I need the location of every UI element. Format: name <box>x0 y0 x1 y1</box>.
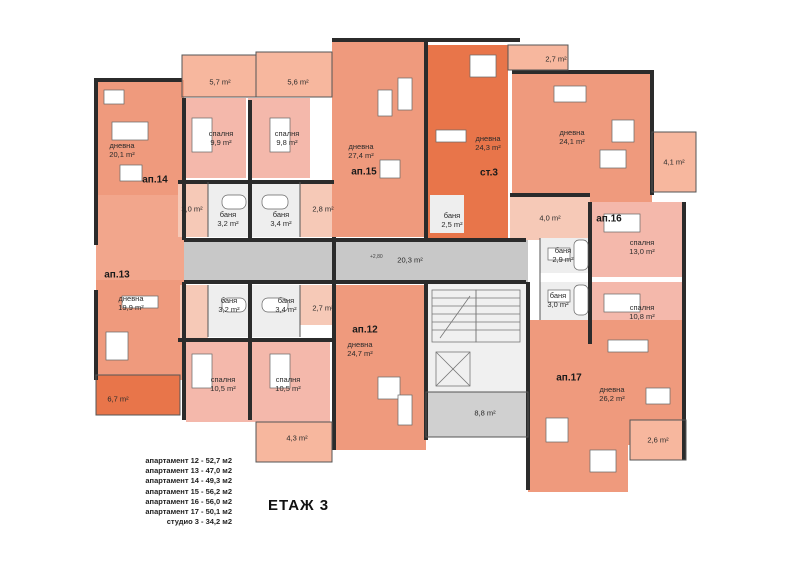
area-legend: апартамент 12 - 52,7 м2 апартамент 13 - … <box>128 456 232 527</box>
terrace-14 <box>182 55 256 97</box>
apartment-label-st3: ст.3 <box>480 167 498 179</box>
terrace-17 <box>630 420 686 460</box>
room-label-corridor: 20,3 m² <box>397 255 423 265</box>
legend-item: апартамент 14 - 49,3 м2 <box>145 476 232 486</box>
terrace-13 <box>96 375 180 415</box>
bath-14 <box>208 182 250 237</box>
hall-12 <box>300 285 334 325</box>
room-label-hall-14: 3,0 m² <box>181 204 203 214</box>
stair-core <box>426 282 528 437</box>
terrace-15 <box>256 52 332 97</box>
legend-item: апартамент 17 - 50,1 м2 <box>145 507 232 517</box>
legend-item: апартамент 12 - 52,7 м2 <box>145 456 232 465</box>
legend-item: апартамент 16 - 56,0 м2 <box>145 496 232 506</box>
apartment-label-14: ап.14 <box>142 174 168 186</box>
bath-st3 <box>430 195 464 233</box>
room-label-terrace-st3: 2,7 m² <box>545 54 567 64</box>
studio-3-area <box>426 45 568 240</box>
bath-15 <box>250 182 300 237</box>
terrace-st3 <box>508 45 568 70</box>
apartment-label-13: ап.13 <box>104 269 130 281</box>
legend-item: апартамент 13 - 47,0 м2 <box>145 466 232 476</box>
room-label-stair-landing: 8,8 m² <box>474 408 496 418</box>
apartment-16-area <box>510 72 696 277</box>
room-label-terrace-14: 5,7 m² <box>209 77 231 87</box>
room-label-hall-12: 2,7 m² <box>312 303 334 313</box>
furniture <box>103 54 671 473</box>
legend-item: студио 3 - 34,2 м2 <box>166 517 232 527</box>
room-label-hall-16: 4,0 m² <box>539 213 561 223</box>
stair-landing <box>426 392 528 437</box>
hall-16 <box>510 195 590 240</box>
walls <box>94 38 686 490</box>
hall-15 <box>300 182 334 237</box>
stair-core-area <box>426 282 528 392</box>
room-label-terrace-12: 4,3 m² <box>286 433 308 443</box>
room-label-hall-15: 2,8 m² <box>312 204 334 214</box>
apartment-label-15: ап.15 <box>351 166 377 178</box>
living-15 <box>332 40 424 237</box>
staircase <box>431 289 521 387</box>
apartment-15-area <box>248 40 424 237</box>
room-label-terrace-13: 6,7 m² <box>107 394 129 404</box>
balcony-16 <box>652 132 696 192</box>
room-label-terrace-17: 2,6 m² <box>647 435 669 445</box>
apartment-label-17: ап.17 <box>556 372 582 384</box>
apartment-label-12: ап.12 <box>352 324 378 336</box>
corridor <box>184 240 528 282</box>
terrace-12 <box>256 422 332 462</box>
apartment-label-16: ап.16 <box>596 213 622 225</box>
level-mark: +2,80 <box>370 254 383 260</box>
thin-walls <box>95 44 697 463</box>
room-label-balcony-16: 4,1 m² <box>663 157 685 167</box>
legend-item: апартамент 15 - 56,2 м2 <box>145 486 232 496</box>
kitchen-14 <box>96 195 184 245</box>
room-label-terrace-15: 5,6 m² <box>287 77 309 87</box>
floor-title: ЕТАЖ 3 <box>268 497 330 514</box>
